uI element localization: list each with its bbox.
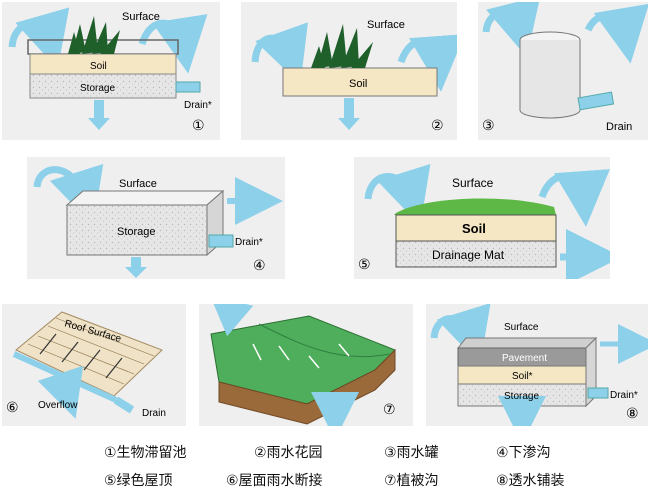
drain-label: Drain*: [184, 100, 212, 111]
storage-label: Storage: [80, 83, 115, 94]
bioretention-diagram: Surface Soil Storage Drain* ①: [8, 7, 212, 133]
evaporation-arrow: [584, 3, 648, 64]
storage-layer: [29, 73, 177, 99]
inflow-arrow: [482, 2, 541, 58]
evaporation-arrow: [538, 169, 610, 227]
panel-bioretention: Surface Soil Storage Drain* ①: [2, 2, 220, 140]
panel-number: ④: [253, 257, 266, 273]
panel-green-roof: Surface Soil Drainage Mat ⑤: [354, 157, 610, 279]
panel-number: ②: [431, 117, 444, 133]
panel-number: ①: [192, 117, 205, 133]
vegetated-swale-diagram: ⑦: [209, 304, 396, 426]
inflow-arrow: [8, 7, 70, 69]
infiltration-arrow: [125, 267, 147, 278]
legend-item-infiltration-trench: ④下渗沟: [496, 445, 551, 461]
storage-label: Storage: [504, 391, 539, 402]
legend-item-vegetated-swale: ⑦植被沟: [384, 473, 439, 489]
panel-rain-garden: Soil Surface ②: [241, 2, 457, 140]
surface-label: Surface: [122, 11, 160, 23]
legend-item-permeable-pavement: ⑧透水铺装: [496, 473, 565, 489]
panel-infiltration-trench: Surface Storage Drain* ④: [27, 157, 285, 279]
inflow-arrow: [364, 163, 431, 226]
panel-rain-barrel: Drain ③: [478, 2, 648, 140]
legend-item-rain-barrel: ③雨水罐: [384, 445, 439, 461]
drainage-mat-layer: [395, 240, 557, 268]
drain-label: Drain: [606, 121, 632, 133]
drain-pipe: [587, 387, 609, 399]
surface-label: Surface: [119, 178, 157, 190]
drain-label: Drain: [142, 408, 166, 419]
soil-layer: [395, 214, 557, 242]
evaporation-arrow: [138, 14, 208, 74]
infiltration-arrow: [338, 118, 360, 130]
drain-pipe: [175, 81, 201, 93]
downspout: [113, 396, 135, 414]
inflow-arrow: [251, 22, 308, 85]
surface-label: Surface: [367, 19, 405, 31]
rain-garden-diagram: Soil Surface ②: [251, 19, 457, 133]
soil-label: Soil: [90, 61, 107, 72]
soil-label: Soil: [349, 78, 367, 90]
legend-item-downspout-disconnection: ⑥屋面雨水断接: [226, 473, 323, 489]
drain-label: Drain*: [610, 390, 638, 401]
rain-barrel-diagram: Drain ③: [482, 2, 648, 133]
legend-item-bioretention: ①生物滞留池: [104, 445, 187, 461]
green-roof-diagram: Surface Soil Drainage Mat ⑤: [358, 163, 610, 279]
infiltration-arrow: [88, 118, 110, 130]
inflow-arrow: [33, 163, 104, 226]
flow-arrows: [252, 343, 350, 369]
panel-downspout-disconnection: Roof Surface Overflow Drain ⑥: [2, 304, 186, 426]
panel-number: ⑤: [358, 256, 371, 272]
drain-pipe: [208, 234, 234, 248]
drainage-mat-label: Drainage Mat: [432, 248, 505, 262]
soil-label: Soil: [462, 221, 486, 236]
panel-number: ⑥: [6, 399, 19, 415]
plant-icon: [311, 24, 373, 68]
vegetation-layer: [394, 198, 556, 215]
pavement-label: Pavement: [502, 353, 547, 364]
storage-label: Storage: [117, 226, 156, 238]
overflow-arrow: [37, 365, 84, 419]
soil-label: Soil*: [512, 371, 533, 382]
rain-barrel: [519, 40, 581, 119]
surface-label: Surface: [452, 176, 494, 190]
evaporation-arrow: [397, 34, 457, 92]
plant-icon: [68, 16, 120, 54]
surface-label: Surface: [504, 322, 539, 333]
panel-vegetated-swale: ⑦: [199, 304, 413, 426]
panel-number: ⑦: [383, 401, 396, 417]
flow-arrows: [39, 333, 123, 379]
infiltration-trench-diagram: Surface Storage Drain* ④: [33, 163, 283, 278]
drain-pipe: [577, 91, 615, 111]
inflow-arrow: [209, 304, 254, 337]
permeable-pavement-diagram: Surface Pavement Soil* Storage Drain* ⑧: [430, 304, 648, 426]
inflow-arrow: [430, 304, 491, 365]
legend-item-green-roof: ⑤绿色屋顶: [104, 473, 173, 489]
panel-number: ⑧: [626, 405, 639, 421]
storage-layer: [66, 204, 208, 256]
legend-item-rain-garden: ②雨水花园: [254, 445, 323, 461]
downspout-disconnection-diagram: Roof Surface Overflow Drain ⑥: [6, 311, 166, 419]
panel-number: ③: [482, 117, 495, 133]
panel-permeable-pavement: Surface Pavement Soil* Storage Drain* ⑧: [426, 304, 648, 426]
drain-label: Drain*: [235, 237, 263, 248]
overflow-label: Overflow: [38, 400, 78, 411]
